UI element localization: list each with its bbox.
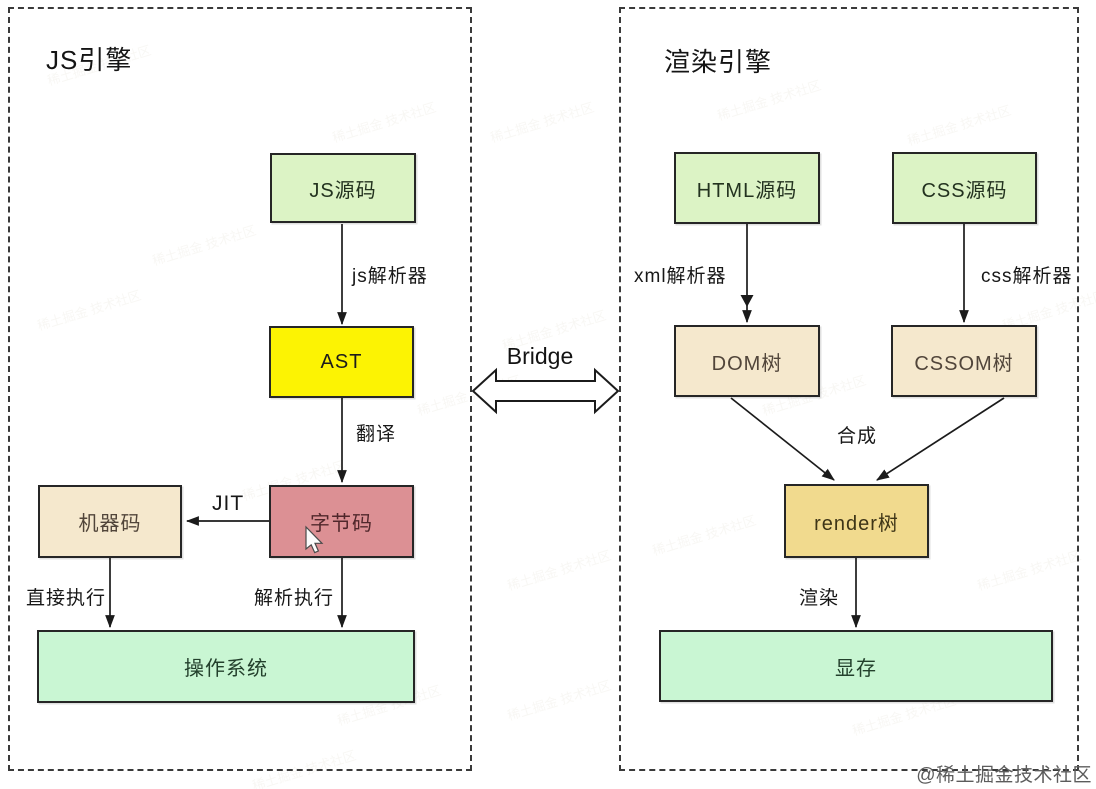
bridge-label: Bridge bbox=[506, 343, 574, 369]
render-engine-panel bbox=[619, 7, 1079, 771]
edge-label-render: 渲染 bbox=[799, 588, 840, 609]
background-watermark: 稀土掘金 技术社区 bbox=[505, 547, 613, 594]
node-js-source: JS源码 bbox=[270, 153, 416, 223]
node-operating-system: 操作系统 bbox=[37, 630, 415, 703]
node-machine-code: 机器码 bbox=[38, 485, 182, 558]
node-machine-code-label: 机器码 bbox=[78, 513, 142, 535]
node-css-source-label: CSS源码 bbox=[921, 179, 1008, 202]
node-js-source-label: JS源码 bbox=[309, 179, 377, 202]
node-cssom-tree-label: CSSOM树 bbox=[914, 352, 1014, 375]
watermark-credit: @稀土掘金技术社区 bbox=[916, 765, 1092, 786]
js-engine-panel bbox=[8, 7, 472, 771]
bridge-double-arrow bbox=[471, 367, 620, 415]
node-css-source: CSS源码 bbox=[892, 152, 1037, 224]
js-engine-title: JS引擎 bbox=[46, 45, 133, 75]
node-operating-system-label: 操作系统 bbox=[184, 658, 268, 680]
node-ast: AST bbox=[269, 326, 414, 398]
node-html-source: HTML源码 bbox=[674, 152, 820, 224]
node-video-memory: 显存 bbox=[659, 630, 1053, 702]
edge-label-translate: 翻译 bbox=[356, 424, 397, 445]
node-render-tree: render树 bbox=[784, 484, 929, 558]
edge-label-xml-parser: xml解析器 bbox=[634, 266, 727, 287]
node-html-source-label: HTML源码 bbox=[696, 179, 798, 202]
edge-label-interpret-execute: 解析执行 bbox=[254, 588, 335, 609]
node-ast-label: AST bbox=[320, 350, 363, 373]
node-bytecode-label: 字节码 bbox=[310, 513, 373, 535]
edge-label-jit: JIT bbox=[212, 492, 245, 515]
node-dom-tree: DOM树 bbox=[674, 325, 820, 397]
node-bytecode: 字节码 bbox=[269, 485, 414, 558]
background-watermark: 稀土掘金 技术社区 bbox=[488, 99, 596, 146]
render-engine-title: 渲染引擎 bbox=[664, 47, 773, 77]
edge-label-direct-execute: 直接执行 bbox=[26, 588, 107, 609]
node-render-tree-label: render树 bbox=[814, 512, 899, 535]
edge-label-css-parser: css解析器 bbox=[981, 266, 1073, 287]
edge-label-compose: 合成 bbox=[837, 426, 878, 447]
background-watermark: 稀土掘金 技术社区 bbox=[505, 677, 613, 724]
node-cssom-tree: CSSOM树 bbox=[891, 325, 1037, 397]
edge-label-js-parser: js解析器 bbox=[352, 266, 428, 287]
node-video-memory-label: 显存 bbox=[835, 657, 877, 680]
node-dom-tree-label: DOM树 bbox=[711, 352, 783, 375]
